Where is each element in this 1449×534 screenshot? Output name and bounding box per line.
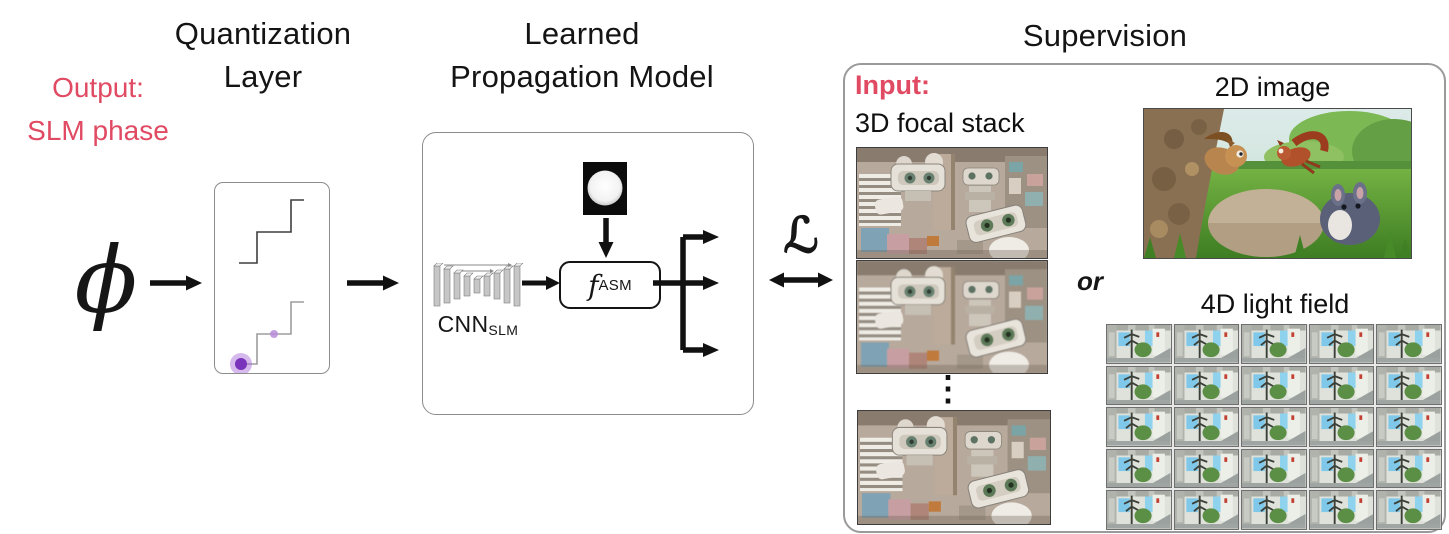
- lightfield-tile: [1376, 365, 1442, 406]
- cnn-slm-label: CNNSLM: [427, 311, 529, 338]
- lightfield-tile: [1173, 324, 1240, 364]
- quantization-dot-large: [235, 358, 247, 370]
- focal-stack-label: 3D focal stack: [855, 108, 1025, 138]
- lightfield-tile: [1376, 448, 1442, 489]
- cnn-unet-icon: [433, 263, 524, 307]
- lightfield-tile: [1106, 490, 1172, 530]
- image-2d: [1143, 108, 1412, 259]
- header-quantization-line1: Quantization: [174, 16, 352, 51]
- lightfield-tile: [1241, 365, 1307, 406]
- loss-symbol: ℒ: [783, 206, 819, 264]
- light-field-label: 4D light field: [1200, 289, 1350, 319]
- branch-arrows-icon: [653, 230, 719, 357]
- arrow-down-icon: [598, 218, 614, 258]
- cnn-label-sub: SLM: [488, 322, 519, 338]
- lightfield-tile: [1376, 324, 1442, 364]
- header-quantization-line2: Layer: [223, 59, 303, 94]
- lightfield-tile: [1106, 365, 1172, 406]
- lightfield-tile: [1106, 324, 1172, 364]
- header-supervision-text: Supervision: [1022, 18, 1188, 53]
- header-learned-line2: Propagation Model: [450, 59, 714, 94]
- lightfield-tile: [1376, 490, 1442, 530]
- lightfield-tile: [1308, 448, 1375, 489]
- output-label-line1: Output:: [52, 72, 144, 103]
- arrow-right-icon: [150, 275, 202, 291]
- header-supervision: Supervision: [1005, 14, 1205, 57]
- lightfield-tile: [1173, 448, 1240, 489]
- arrow-right-icon: [347, 275, 399, 291]
- vertical-ellipsis: ⋮: [931, 370, 965, 408]
- focal-stack-image-3: [857, 410, 1051, 525]
- lightfield-tile: [1106, 407, 1172, 447]
- quantization-box: [214, 182, 330, 374]
- lightfield-tile: [1241, 490, 1307, 530]
- lightfield-tile: [1308, 407, 1375, 447]
- or-label: or: [1077, 266, 1103, 296]
- lightfield-tile: [1106, 448, 1172, 489]
- lightfield-tile: [1241, 448, 1307, 489]
- lightfield-tile: [1173, 407, 1240, 447]
- fasm-label-base: f: [588, 268, 599, 302]
- lightfield-tile: [1308, 490, 1375, 530]
- input-label: Input:: [855, 70, 930, 100]
- lightfield-tile: [1173, 365, 1240, 406]
- header-quantization-layer: Quantization Layer: [140, 12, 386, 98]
- header-learned-line1: Learned: [524, 16, 640, 51]
- output-slm-phase-label: Output: SLM phase: [0, 66, 196, 152]
- lightfield-tile: [1376, 407, 1442, 447]
- lightfield-grid: [1106, 324, 1442, 530]
- aperture-amplitude-icon: [583, 162, 627, 215]
- fasm-label-sub: ASM: [598, 276, 632, 294]
- double-arrow-icon: [769, 272, 833, 288]
- phi-symbol: ϕ: [74, 227, 138, 334]
- header-learned-propagation-model: Learned Propagation Model: [405, 12, 759, 98]
- quantization-staircase-icon: [230, 199, 304, 373]
- image-2d-label: 2D image: [1214, 72, 1331, 102]
- lightfield-tile: [1308, 324, 1375, 364]
- quantization-dot-small: [270, 330, 278, 338]
- focal-stack-image-2: [856, 260, 1048, 374]
- focal-stack-image-1: [856, 147, 1048, 259]
- lightfield-tile: [1173, 490, 1240, 530]
- lightfield-tile: [1241, 407, 1307, 447]
- cnn-label-base: CNN: [437, 311, 489, 337]
- lightfield-tile: [1308, 365, 1375, 406]
- lightfield-tile: [1241, 324, 1307, 364]
- arrow-right-icon: [522, 276, 560, 290]
- output-label-line2: SLM phase: [27, 115, 169, 146]
